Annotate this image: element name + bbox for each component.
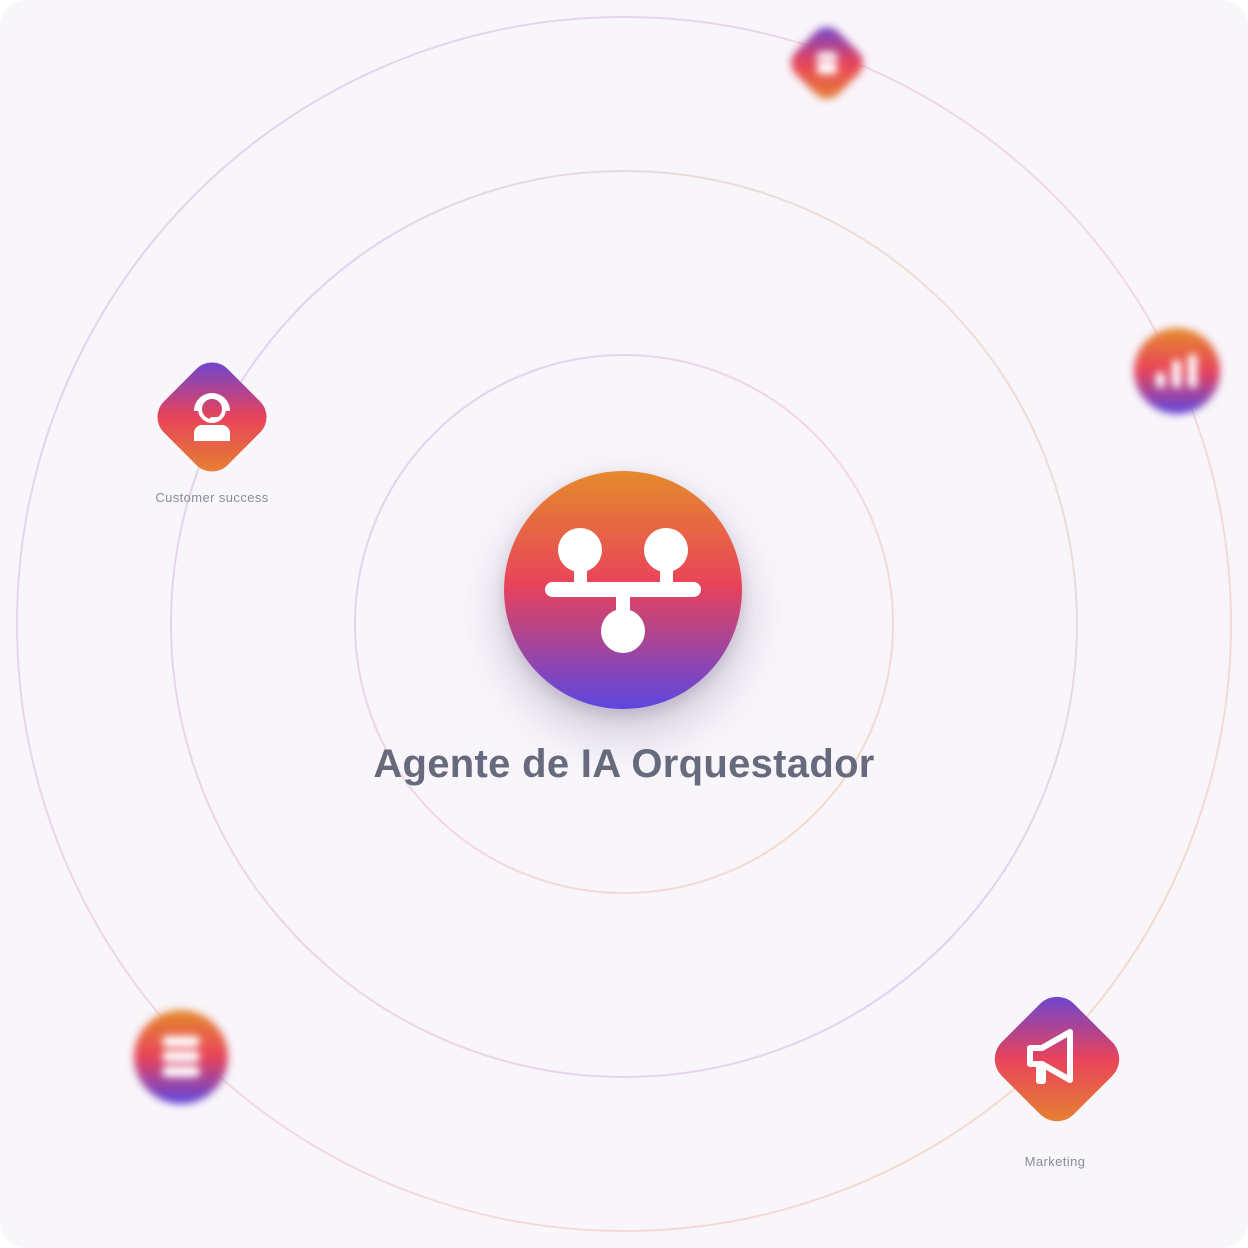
hub-title: Agente de IA Orquestador xyxy=(373,742,875,786)
node-label-customer-success: Customer success xyxy=(155,490,269,505)
node-label-marketing: Marketing xyxy=(1024,1154,1086,1169)
store-icon xyxy=(815,52,839,74)
megaphone-icon xyxy=(1027,1029,1073,1084)
outer-orbit xyxy=(16,16,1232,1232)
node-marketing[interactable] xyxy=(984,986,1130,1132)
node-analytics-blurred[interactable] xyxy=(1134,328,1220,414)
support-agent-icon xyxy=(194,393,230,441)
database-icon xyxy=(162,1036,200,1077)
node-database-blurred[interactable] xyxy=(134,1010,228,1104)
node-customer-success[interactable] xyxy=(148,353,276,481)
inner-orbit xyxy=(354,354,894,894)
orchestrator-hub[interactable] xyxy=(504,471,742,709)
bar-chart-icon xyxy=(1156,354,1197,388)
node-top-blurred[interactable] xyxy=(784,20,870,106)
orchestrator-network-icon xyxy=(545,528,701,653)
middle-orbit xyxy=(170,170,1078,1078)
